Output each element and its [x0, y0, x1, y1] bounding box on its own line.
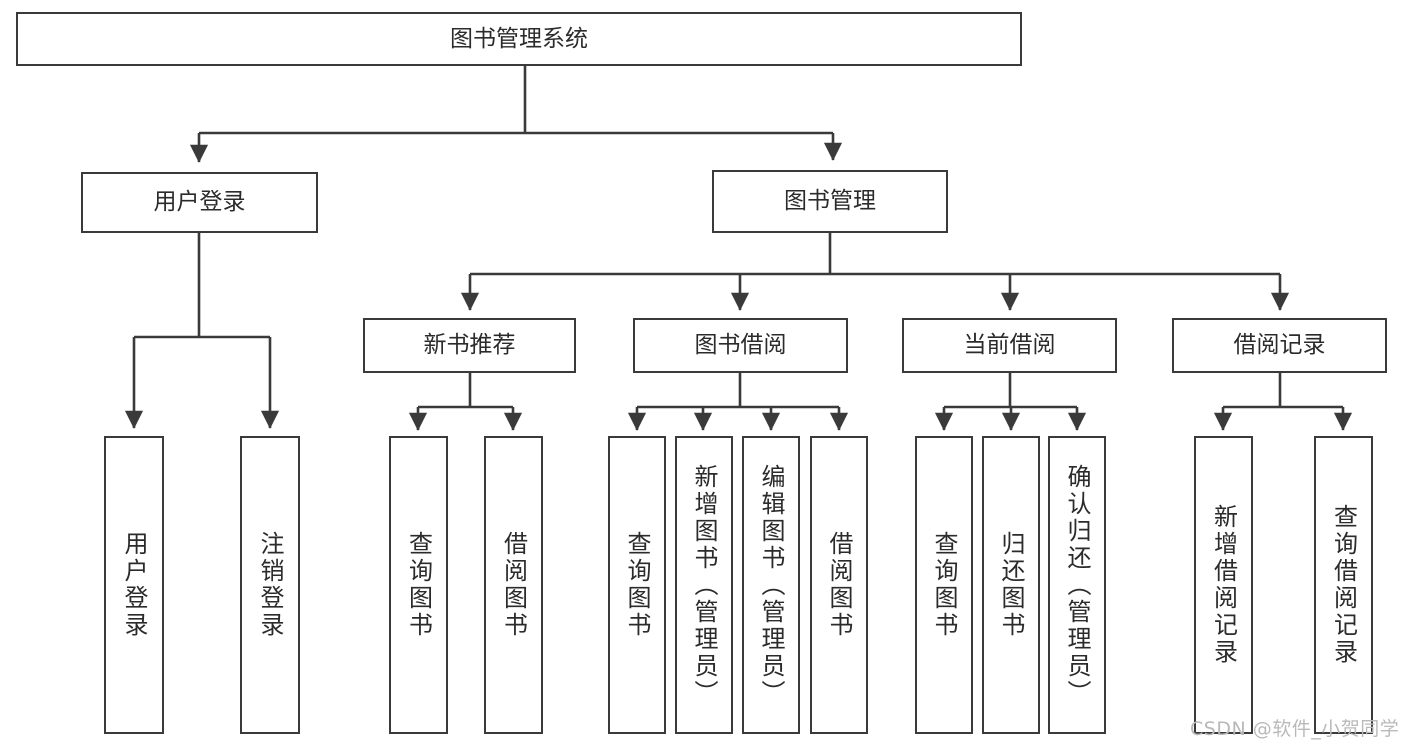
leaf-query-book-recommend[interactable]: 查询图书	[389, 436, 448, 734]
node-user-login[interactable]: 用户登录	[81, 172, 318, 233]
node-label: 确认归还（管理员）	[1063, 463, 1091, 707]
leaf-add-book-admin[interactable]: 新增图书（管理员）	[675, 436, 733, 734]
node-new-book-recommend[interactable]: 新书推荐	[363, 318, 576, 373]
node-root-system[interactable]: 图书管理系统	[16, 12, 1022, 66]
leaf-confirm-return-admin[interactable]: 确认归还（管理员）	[1048, 436, 1106, 734]
node-book-borrow[interactable]: 图书借阅	[633, 318, 848, 373]
leaf-user-login[interactable]: 用户登录	[104, 436, 164, 734]
leaf-borrow-book[interactable]: 借阅图书	[810, 436, 868, 734]
node-label: 图书管理	[784, 188, 876, 215]
node-label: 用户登录	[120, 531, 148, 639]
leaf-query-book-borrow[interactable]: 查询图书	[608, 436, 666, 734]
node-label: 查询图书	[623, 531, 651, 639]
node-label: 图书借阅	[694, 332, 787, 359]
leaf-borrow-book-recommend[interactable]: 借阅图书	[484, 436, 543, 734]
node-label: 图书管理系统	[450, 25, 588, 52]
node-label: 归还图书	[997, 531, 1025, 639]
node-book-management[interactable]: 图书管理	[712, 170, 948, 233]
node-label: 借阅记录	[1233, 332, 1326, 359]
node-label: 注销登录	[256, 531, 284, 639]
node-label: 查询借阅记录	[1329, 504, 1358, 666]
leaf-add-borrow-record[interactable]: 新增借阅记录	[1194, 436, 1253, 734]
node-label: 借阅图书	[499, 531, 528, 639]
node-label: 编辑图书（管理员）	[757, 463, 785, 707]
leaf-edit-book-admin[interactable]: 编辑图书（管理员）	[742, 436, 800, 734]
leaf-query-book-current[interactable]: 查询图书	[915, 436, 973, 734]
node-label: 查询图书	[930, 531, 958, 639]
node-label: 新增借阅记录	[1209, 504, 1238, 666]
node-borrow-record[interactable]: 借阅记录	[1172, 318, 1387, 373]
node-label: 新书推荐	[423, 332, 516, 359]
node-label: 查询图书	[404, 531, 433, 639]
node-label: 用户登录	[153, 189, 246, 216]
leaf-return-book[interactable]: 归还图书	[982, 436, 1040, 734]
node-current-borrow[interactable]: 当前借阅	[902, 318, 1117, 373]
node-label: 当前借阅	[963, 332, 1056, 359]
node-label: 借阅图书	[825, 531, 853, 639]
leaf-user-logout[interactable]: 注销登录	[240, 436, 300, 734]
leaf-query-borrow-record[interactable]: 查询借阅记录	[1314, 436, 1373, 734]
node-label: 新增图书（管理员）	[690, 463, 718, 707]
